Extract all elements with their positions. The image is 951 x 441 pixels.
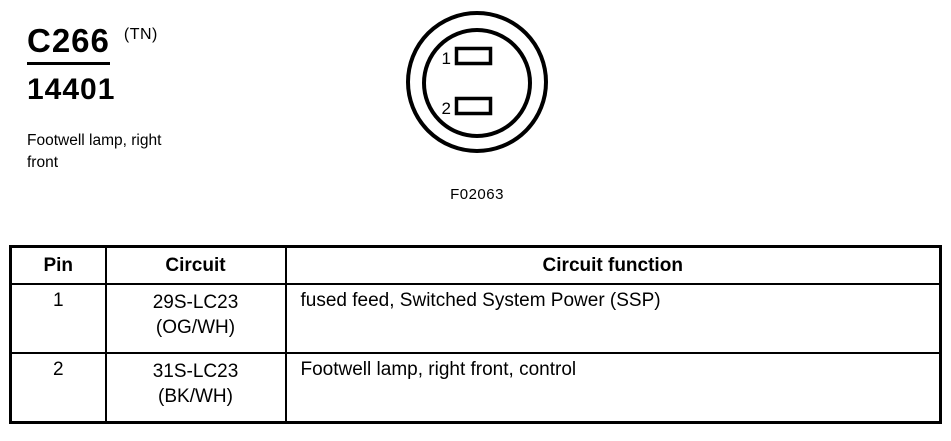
table-row: 2 31S-LC23 (BK/WH) Footwell lamp, right … <box>9 351 942 424</box>
pin-1-cavity <box>454 46 493 66</box>
header-pin: Pin <box>9 245 107 285</box>
connector-inner-ring <box>422 28 532 138</box>
connector-suffix: (TN) <box>123 26 158 43</box>
connector-id-row: C266 (TN) <box>27 24 158 65</box>
function-2-cell: Footwell lamp, right front, control <box>284 351 942 424</box>
function-1-cell: fused feed, Switched System Power (SSP) <box>284 282 942 354</box>
circuit-1-cell: 29S-LC23 (OG/WH) <box>104 282 287 354</box>
table-row: 1 29S-LC23 (OG/WH) fused feed, Switched … <box>9 282 942 354</box>
connector-description: Footwell lamp, right front <box>27 132 162 171</box>
part-number: 14401 <box>27 73 116 106</box>
connector-header: C266 (TN) 14401 <box>27 24 158 105</box>
connector-id: C266 <box>27 24 110 65</box>
header-circuit-function: Circuit function <box>284 245 942 285</box>
figure-caption: F02063 <box>450 186 504 203</box>
pin-2-cell: 2 <box>9 351 107 424</box>
pin-1-number: 1 <box>442 49 451 68</box>
connector-face-diagram: 1 2 <box>406 11 548 153</box>
circuit-2-code: 31S-LC23 <box>152 360 239 382</box>
circuit-1-wire-color: (OG/WH) <box>155 316 236 338</box>
connector-outer-ring <box>406 11 548 153</box>
circuit-1-code: 29S-LC23 <box>152 291 239 313</box>
table-header-row: Pin Circuit Circuit function <box>9 245 942 285</box>
pin-1-cell: 1 <box>9 282 107 354</box>
header-circuit: Circuit <box>104 245 287 285</box>
circuit-2-wire-color: (BK/WH) <box>158 385 233 407</box>
pin-2-cavity <box>454 96 493 116</box>
pin-2-number: 2 <box>442 99 451 118</box>
pinout-table: Pin Circuit Circuit function 1 29S-LC23 … <box>9 245 942 424</box>
circuit-2-cell: 31S-LC23 (BK/WH) <box>104 351 287 424</box>
